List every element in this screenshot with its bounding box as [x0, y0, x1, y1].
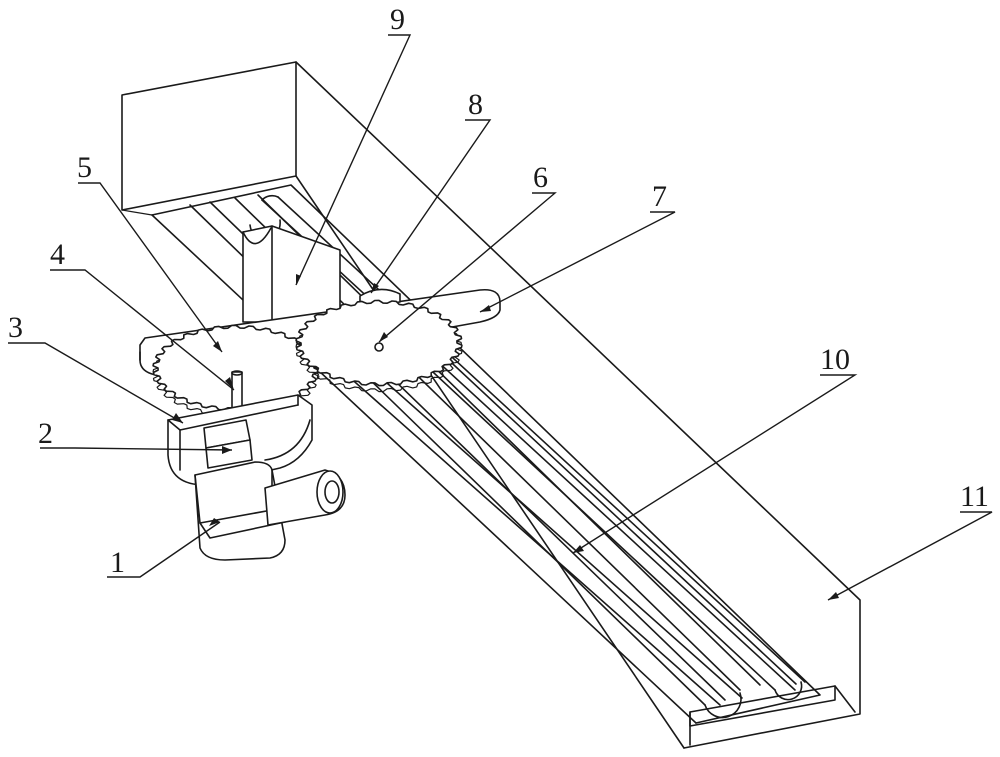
gears [152, 299, 463, 418]
callout-6: 6 [533, 161, 548, 194]
motor [194, 461, 346, 561]
callout-4: 4 [50, 238, 65, 271]
callout-labels: 1 2 3 4 5 6 7 8 9 10 11 [8, 3, 989, 579]
callout-9: 9 [390, 3, 405, 36]
coupling-block [203, 419, 253, 469]
gear-axle-hole [374, 342, 384, 352]
drive-shaft [231, 370, 243, 411]
callout-3: 3 [8, 311, 23, 344]
callout-2: 2 [38, 417, 53, 450]
callout-10: 10 [820, 343, 850, 376]
callout-5: 5 [77, 151, 92, 184]
callout-1: 1 [110, 546, 125, 579]
leader-lines [8, 34, 993, 601]
callout-8: 8 [468, 88, 483, 121]
callout-7: 7 [652, 180, 667, 213]
callout-11: 11 [960, 480, 989, 513]
slider-block [242, 225, 341, 323]
